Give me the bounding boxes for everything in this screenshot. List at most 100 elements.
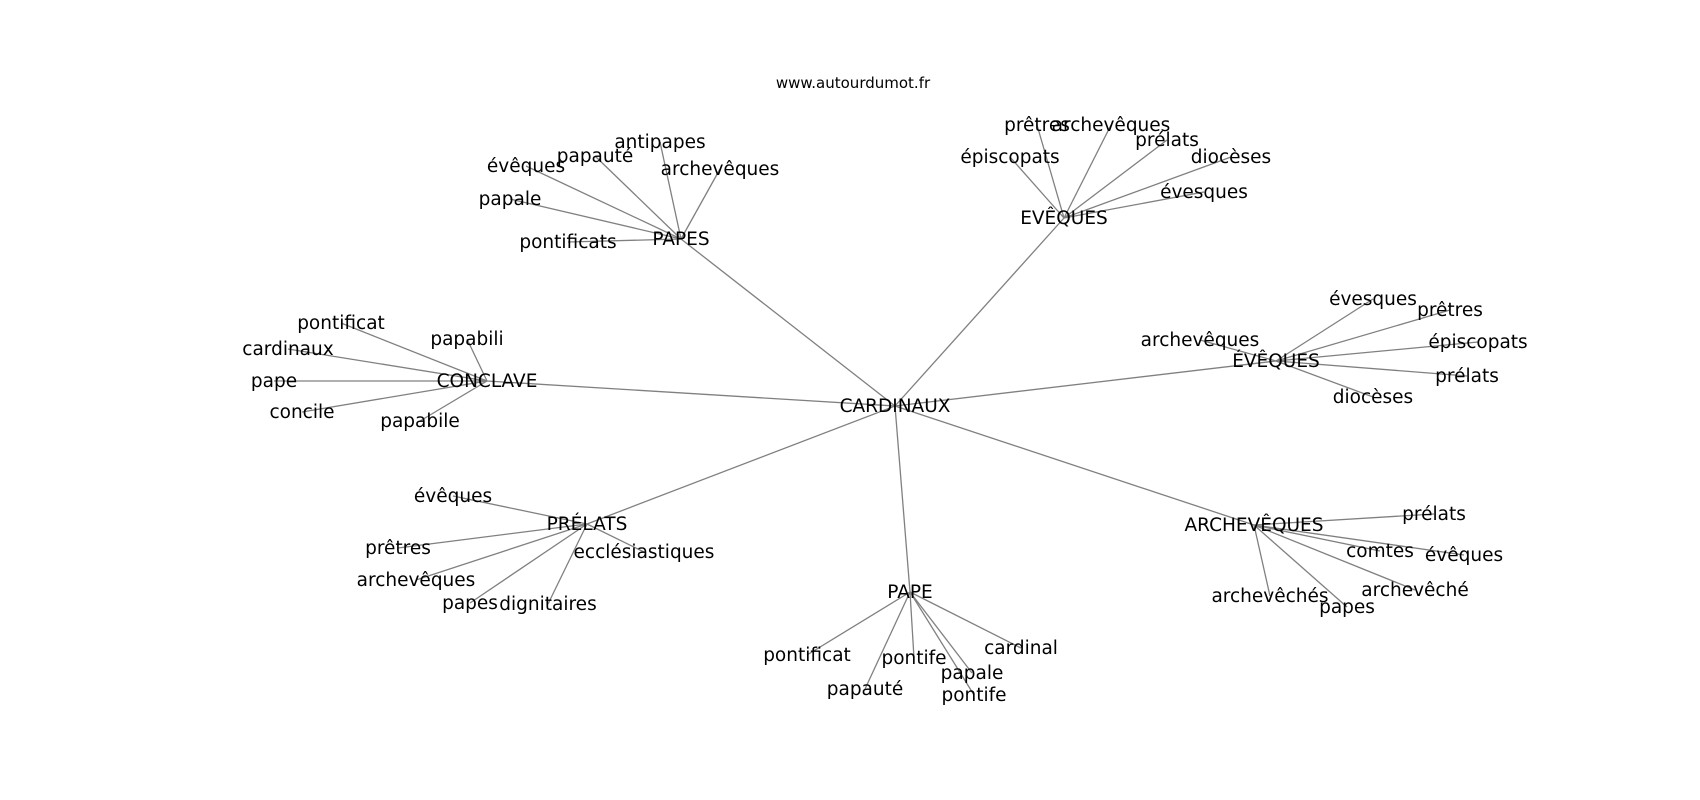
edge-hub-to-leaf	[525, 165, 682, 240]
hub-node-label: ARCHEVÊQUES	[1185, 514, 1324, 536]
leaf-node-label: papale	[479, 189, 542, 210]
edge-hub-to-leaf	[1009, 156, 1065, 219]
edge-hub-to-leaf	[419, 380, 488, 422]
edge-hub-to-leaf	[1063, 124, 1112, 219]
edge-center-to-hub	[894, 405, 911, 593]
edge-center-to-hub	[894, 217, 1065, 407]
edge-hub-to-leaf	[1253, 513, 1435, 526]
hub-node-label: CONCLAVE	[437, 371, 538, 392]
leaf-node-label: pontife	[881, 648, 946, 669]
edge-hub-to-leaf	[1275, 309, 1451, 362]
leaf-node-label: prélats	[1435, 366, 1499, 387]
leaf-node-label: papale	[941, 663, 1004, 684]
hub-node-label: PAPE	[887, 582, 932, 603]
edge-hub-to-leaf	[1063, 156, 1232, 219]
edge-hub-to-leaf	[806, 591, 911, 656]
edge-hub-to-leaf	[1063, 191, 1205, 219]
hub-node-label: PRÉLATS	[547, 513, 628, 535]
leaf-node-label: ecclésiastiques	[574, 542, 715, 563]
leaf-node-label: épiscopats	[960, 147, 1059, 168]
edge-hub-to-leaf	[452, 495, 588, 525]
edge-hub-to-leaf	[1275, 341, 1479, 362]
edge-hub-to-leaf	[466, 338, 488, 382]
edge-hub-to-leaf	[909, 591, 975, 696]
edge-hub-to-leaf	[1275, 360, 1374, 398]
edge-hub-to-leaf	[909, 591, 1022, 649]
leaf-node-label: prêtres	[1417, 300, 1483, 321]
leaf-node-label: cardinal	[984, 638, 1058, 659]
leaf-node-label: archevêques	[661, 159, 780, 180]
edge-hub-to-leaf	[680, 168, 721, 240]
edge-center-to-hub	[894, 360, 1277, 407]
edge-hub-to-leaf	[1253, 524, 1348, 608]
edge-hub-to-leaf	[567, 238, 682, 243]
leaf-node-label: évêques	[1425, 545, 1503, 566]
leaf-node-label: papabile	[380, 411, 460, 432]
leaf-node-label: papes	[1319, 597, 1375, 618]
leaf-node-label: dignitaires	[499, 594, 596, 615]
edge-hub-to-leaf	[415, 523, 588, 581]
leaf-node-label: pontificats	[519, 232, 616, 253]
leaf-node-label: papauté	[557, 146, 634, 167]
leaf-node-label: papauté	[827, 679, 904, 700]
edge-hub-to-leaf	[301, 380, 488, 413]
edge-hub-to-leaf	[586, 523, 645, 553]
edge-hub-to-leaf	[1253, 524, 1416, 591]
edge-hub-to-leaf	[287, 348, 488, 382]
leaf-node-label: prélats	[1135, 130, 1199, 151]
leaf-node-label: comtes	[1346, 541, 1414, 562]
watermark-text: www.autourdumot.fr	[776, 74, 931, 92]
leaf-node-label: évêques	[414, 486, 492, 507]
leaf-node-label: archevêques	[1052, 115, 1171, 136]
leaf-node-label: diocèses	[1333, 387, 1413, 408]
edge-center-to-hub	[680, 238, 896, 407]
edge-hub-to-leaf	[1036, 124, 1065, 219]
leaf-node-label: archevêques	[357, 570, 476, 591]
leaf-node-label: pontificat	[763, 645, 851, 666]
edge-hub-to-leaf	[909, 591, 915, 659]
edge-hub-to-leaf	[1253, 524, 1271, 597]
leaf-node-label: pape	[251, 371, 297, 392]
edge-hub-to-leaf	[1275, 360, 1468, 377]
edge-center-to-hub	[486, 380, 896, 407]
leaf-node-label: prêtres	[365, 538, 431, 559]
leaf-node-label: papes	[442, 593, 498, 614]
leaf-node-label: pontife	[941, 685, 1006, 706]
leaf-node-label: papabili	[430, 329, 503, 350]
edge-hub-to-leaf	[340, 322, 488, 382]
edge-hub-to-leaf	[1199, 339, 1277, 362]
edge-center-to-hub	[586, 405, 896, 525]
leaf-node-label: antipapes	[614, 132, 705, 153]
leaf-node-label: archevêché	[1361, 580, 1468, 601]
edge-hub-to-leaf	[397, 523, 588, 549]
edge-hub-to-leaf	[469, 523, 588, 604]
edge-hub-to-leaf	[594, 155, 682, 240]
leaf-node-label: concile	[269, 402, 334, 423]
leaf-node-label: archevêchés	[1211, 586, 1328, 607]
edge-hub-to-leaf	[1253, 524, 1465, 556]
leaf-node-label: épiscopats	[1428, 332, 1527, 353]
hub-node-label: EVÊQUES	[1020, 207, 1108, 229]
edge-layer	[274, 124, 1479, 696]
edge-hub-to-leaf	[909, 591, 973, 674]
leaf-node-label: prêtres	[1004, 115, 1070, 136]
edge-hub-to-leaf	[864, 591, 911, 690]
edge-hub-to-leaf	[659, 141, 682, 240]
leaf-node-label: archevêques	[1141, 330, 1260, 351]
edge-center-to-hub	[894, 405, 1255, 526]
edge-hub-to-leaf	[547, 523, 588, 605]
hub-node-label: ÉVÊQUES	[1232, 350, 1320, 372]
hub-node-label: PAPES	[652, 229, 709, 250]
edge-hub-to-leaf	[1063, 139, 1168, 219]
leaf-node-label: diocèses	[1191, 147, 1271, 168]
leaf-node-label: pontificat	[297, 313, 385, 334]
leaf-node-label: évêques	[487, 156, 565, 177]
edge-hub-to-leaf	[1275, 298, 1374, 362]
leaf-node-label: évesques	[1160, 182, 1248, 203]
leaf-node-label: cardinaux	[242, 339, 333, 360]
edge-hub-to-leaf	[1253, 524, 1381, 552]
leaf-node-label: prélats	[1402, 504, 1466, 525]
center-node-label: CARDINAUX	[840, 396, 951, 417]
